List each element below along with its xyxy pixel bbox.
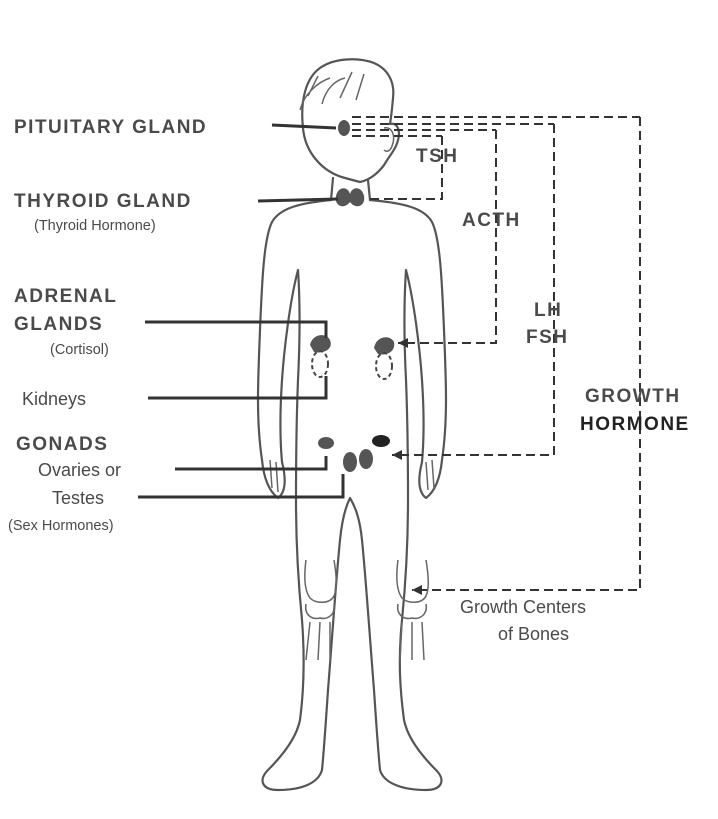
leader-lines [138, 125, 343, 497]
body-outline [258, 200, 446, 790]
hormone-label: HORMONE [580, 414, 690, 435]
pituitary-gland [338, 120, 350, 136]
kidneys-label: Kidneys [22, 389, 86, 409]
acth-label: ACTH [462, 210, 521, 231]
pituitary-gland-label: PITUITARY GLAND [14, 117, 207, 138]
growth-centers-label-line2: of Bones [498, 624, 569, 644]
adrenal-label-line2: GLANDS [14, 314, 103, 335]
left-hand-detail [270, 460, 278, 492]
testis-right [359, 449, 373, 469]
thyroid-gland [336, 188, 365, 206]
right-hand-detail [426, 460, 434, 490]
testis-left [343, 452, 357, 472]
thyroid-hormone-label: (Thyroid Hormone) [34, 218, 156, 234]
adrenal-gland-right [374, 337, 394, 354]
organs [310, 120, 394, 472]
hormone-pathways [352, 117, 640, 595]
testes-label: Testes [52, 488, 104, 508]
cortisol-label: (Cortisol) [50, 342, 109, 358]
kidney-right [376, 353, 392, 379]
ovary-right [372, 435, 390, 447]
ear-outline [384, 128, 394, 151]
kidney-left [312, 351, 328, 377]
lh-fsh-pathway [392, 124, 554, 455]
adrenal-label-line1: ADRENAL [14, 286, 117, 307]
hair-strands [300, 72, 364, 110]
growth-hormone-pathway [412, 117, 640, 590]
fsh-label: FSH [526, 327, 569, 348]
thyroid-gland-label: THYROID GLAND [14, 191, 192, 212]
sex-hormones-label: (Sex Hormones) [8, 518, 114, 534]
gonads-label: GONADS [16, 434, 108, 455]
right-knee-bones [397, 560, 429, 660]
tsh-label: TSH [416, 146, 459, 167]
ovary-left [318, 437, 334, 449]
ovaries-label: Ovaries or [38, 460, 121, 480]
child-body-outline [258, 59, 446, 790]
growth-label: GROWTH [585, 386, 681, 407]
growth-centers-label-line1: Growth Centers [460, 597, 586, 617]
lh-label: LH [534, 300, 562, 321]
adrenal-gland-left [310, 335, 331, 352]
